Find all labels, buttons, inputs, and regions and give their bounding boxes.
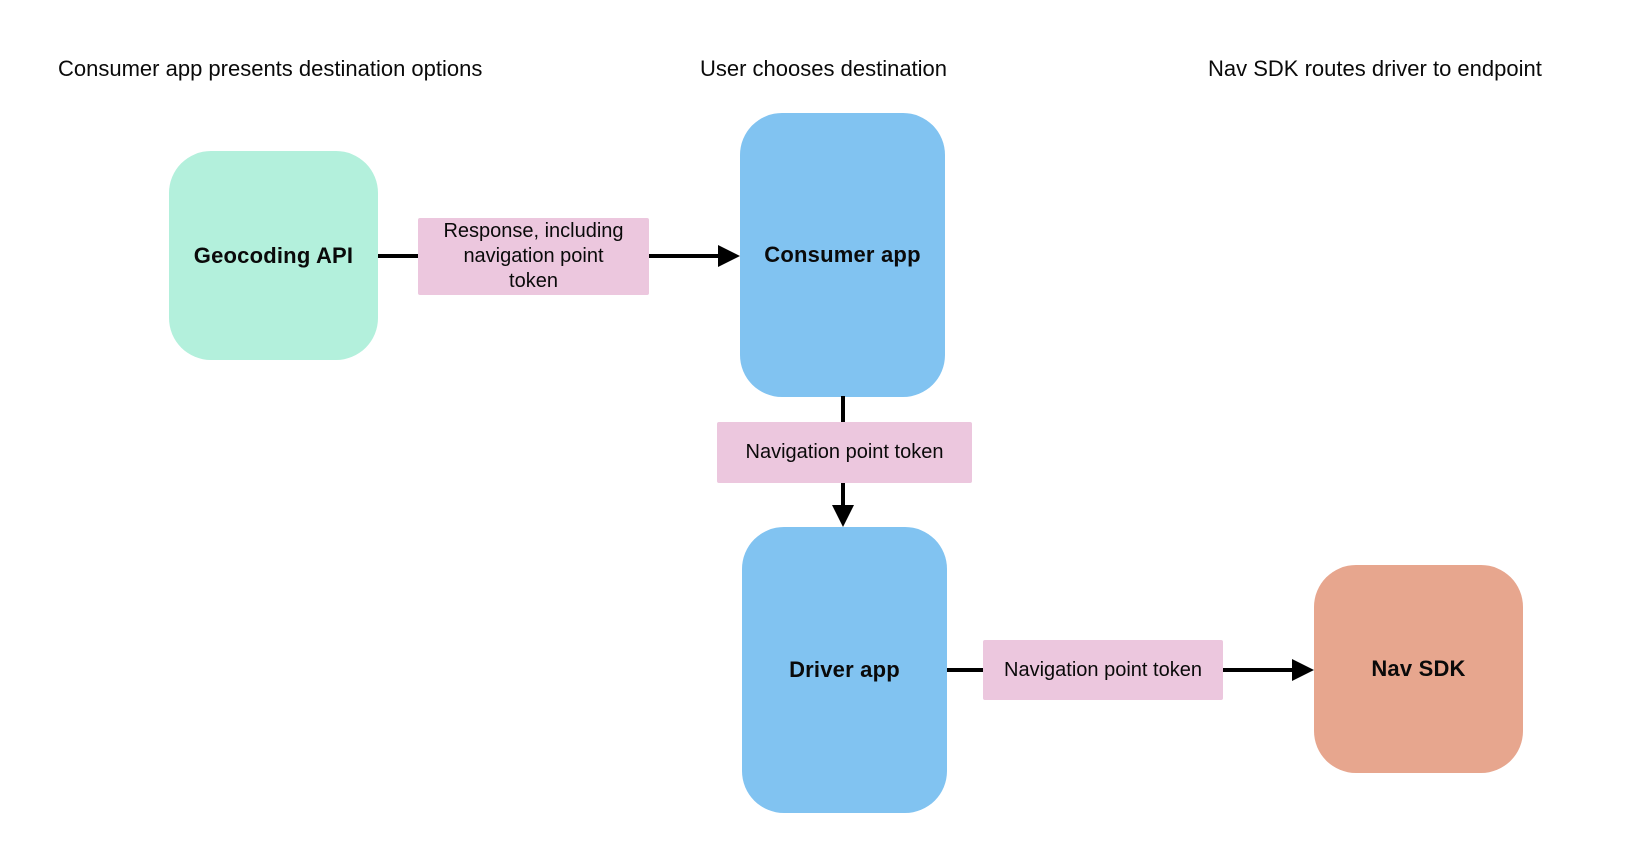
- connector-driver-to-label: [947, 668, 983, 672]
- node-nav-sdk-label: Nav SDK: [1371, 656, 1466, 681]
- node-nav-sdk: Nav SDK: [1314, 565, 1523, 773]
- column-heading-user-chooses: User chooses destination: [700, 56, 948, 81]
- arrowhead-right-icon: [1292, 659, 1314, 681]
- node-consumer-app-label: Consumer app: [764, 242, 921, 267]
- node-consumer-app: Consumer app: [740, 113, 945, 397]
- edge-label-navigation-point-token-right: Navigation point token: [983, 640, 1223, 700]
- node-driver-app: Driver app: [742, 527, 947, 813]
- connector-consumer-to-label: [841, 396, 845, 422]
- connector-label-to-driver: [841, 483, 845, 507]
- connector-geocoding-to-label: [378, 254, 418, 258]
- connector-label-to-navsdk: [1223, 668, 1294, 672]
- connector-label-to-consumer: [649, 254, 720, 258]
- arrowhead-down-icon: [832, 505, 854, 527]
- edge-label-response-including-token: Response, including navigation point tok…: [418, 218, 649, 295]
- column-heading-consumer-presents: Consumer app presents destination option…: [58, 56, 483, 81]
- column-heading-navsdk-routes: Nav SDK routes driver to endpoint: [1208, 56, 1542, 81]
- arrowhead-right-icon: [718, 245, 740, 267]
- node-geocoding-api: Geocoding API: [169, 151, 378, 360]
- node-driver-app-label: Driver app: [789, 657, 900, 682]
- edge-label-navigation-point-token-mid: Navigation point token: [717, 422, 972, 483]
- node-geocoding-api-label: Geocoding API: [193, 242, 354, 268]
